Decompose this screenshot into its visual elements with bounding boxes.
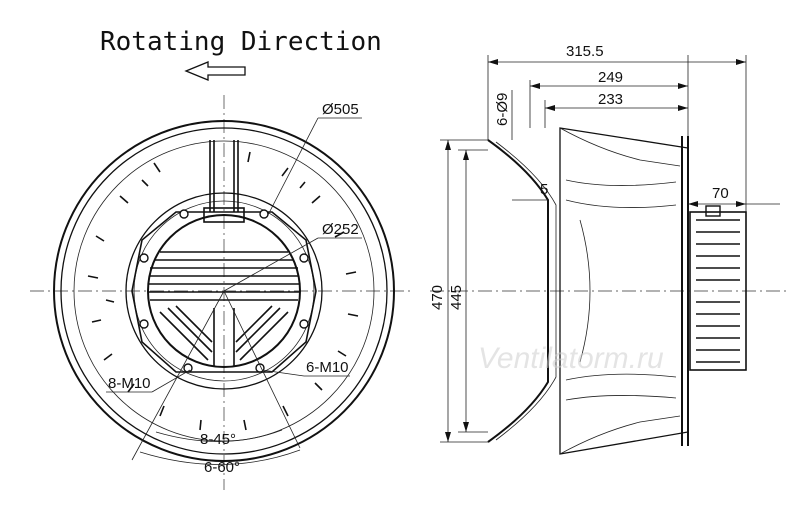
leader-bolt-left xyxy=(151,369,191,393)
bolt-left-label: 8-M10 xyxy=(108,375,151,392)
angle-2-label: 6-60° xyxy=(204,459,240,476)
watermark-text: Ventilatorm.ru xyxy=(478,342,664,375)
front-view: Ø505 Ø252 8-M10 6-M10 8-45° 6-60° xyxy=(30,95,410,490)
inner-diameter-label: Ø252 xyxy=(322,221,359,238)
blade-slots xyxy=(87,151,359,431)
length-233-label: 233 xyxy=(598,91,623,108)
cable-gland xyxy=(203,140,245,223)
side-view: 315.5 249 233 5 70 470 445 6-Ø9 xyxy=(429,43,790,455)
rotation-arrow-icon xyxy=(184,61,246,81)
inlet-ring-inner xyxy=(133,200,315,382)
inlet-cone xyxy=(487,139,549,443)
height-445-label: 445 xyxy=(448,285,465,310)
extension-lines xyxy=(440,55,747,443)
motor-fins xyxy=(147,214,301,368)
leader-bolt-right xyxy=(261,369,305,377)
title-text: Rotating Direction xyxy=(100,27,382,57)
holes-label: 6-Ø9 xyxy=(494,93,511,126)
dimension-lines xyxy=(447,61,780,442)
outer-ring-inner-edge xyxy=(60,127,388,455)
leader-angle xyxy=(131,290,225,461)
length-315-label: 315.5 xyxy=(566,43,604,60)
height-470-label: 470 xyxy=(429,285,446,310)
offset-5-label: 5 xyxy=(540,181,548,198)
angle-arc-1 xyxy=(155,429,283,442)
length-249-label: 249 xyxy=(598,69,623,86)
arrowheads xyxy=(445,59,746,442)
angle-arc-2 xyxy=(139,449,301,465)
impeller-blades xyxy=(565,179,677,401)
angle-1-label: 8-45° xyxy=(200,431,236,448)
motor-flange xyxy=(131,211,317,373)
motor-body xyxy=(689,205,747,371)
motor-70-label: 70 xyxy=(712,185,729,202)
outer-ring xyxy=(53,120,395,462)
outer-diameter-label: Ø505 xyxy=(322,101,359,118)
leader-outer-diameter xyxy=(267,117,319,216)
bolt-right-label: 6-M10 xyxy=(306,359,349,376)
blade-tip-circle xyxy=(73,140,375,442)
leader-inner-diameter xyxy=(223,237,319,292)
inlet-ring xyxy=(125,192,323,390)
